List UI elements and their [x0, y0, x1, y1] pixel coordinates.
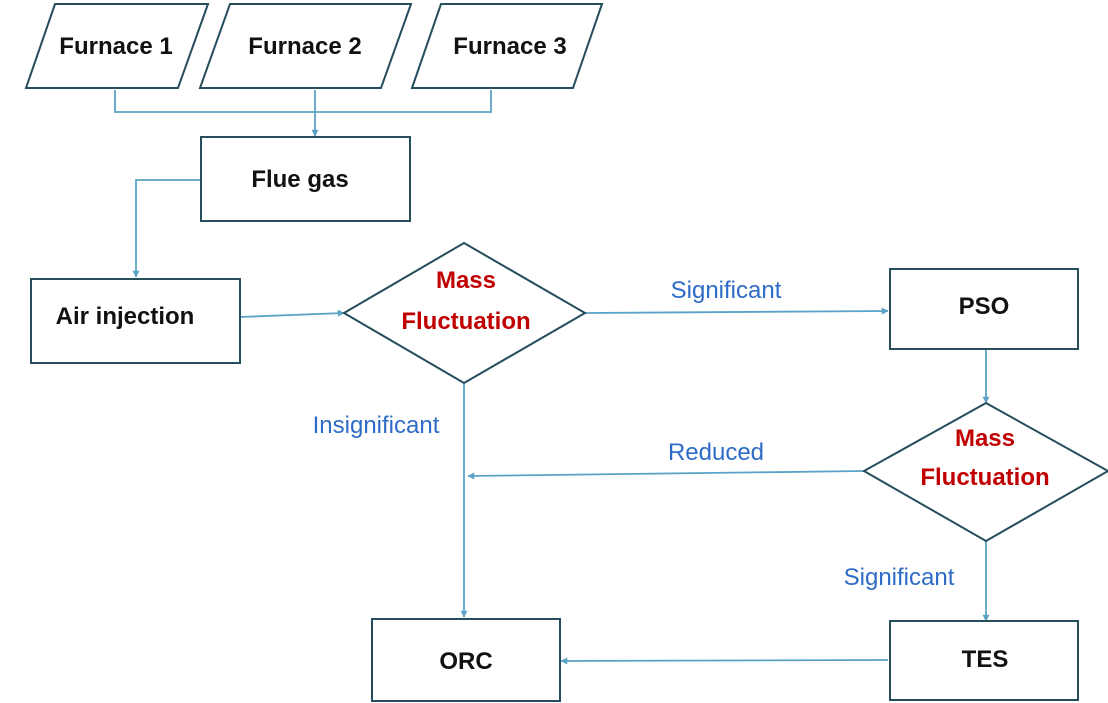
edge-label-significant-pso: Significant — [671, 277, 782, 304]
node-furnace-1: Furnace 1 — [24, 3, 210, 89]
node-orc: ORC — [371, 618, 561, 702]
node-pso: PSO — [889, 268, 1079, 350]
furnace-1-label: Furnace 1 — [59, 33, 172, 60]
edge-mass-fluctuation-1-to-pso — [584, 307, 889, 315]
edge-tes-to-orc — [560, 657, 889, 665]
edge-furnace3-to-flue-gas — [315, 90, 492, 113]
furnace-3-shape — [410, 3, 604, 89]
mass-fluctuation-1-shape — [342, 241, 587, 385]
edge-label-insignificant: Insignificant — [313, 412, 440, 439]
tes-shape — [889, 620, 1079, 701]
furnace-2-label: Furnace 2 — [248, 33, 361, 60]
mass-fluctuation-1-label-line1: Mass — [436, 267, 496, 294]
tes-label: TES — [962, 646, 1009, 673]
edges — [114, 90, 990, 665]
edge-label-significant-tes: Significant — [844, 564, 955, 591]
mass-fluctuation-2-shape — [861, 401, 1108, 543]
edge-air-injection-to-mass-fluctuation-1 — [239, 309, 345, 318]
air-injection-label: Air injection — [56, 303, 195, 330]
edge-mass-fluctuation-2-to-orc — [467, 470, 865, 480]
mass-fluctuation-2-label-line1: Mass — [955, 425, 1015, 452]
orc-shape — [371, 618, 561, 702]
node-mass-fluctuation-2: Mass Fluctuation — [861, 401, 1108, 543]
flue-gas-label: Flue gas — [251, 166, 348, 193]
edge-flue-gas-to-air-injection — [132, 179, 200, 278]
mass-fluctuation-1-label-line2: Fluctuation — [401, 308, 530, 335]
furnace-3-label: Furnace 3 — [453, 33, 566, 60]
node-flue-gas: Flue gas — [200, 136, 411, 222]
furnace-2-shape — [198, 3, 413, 89]
node-tes: TES — [889, 620, 1079, 701]
pso-shape — [889, 268, 1079, 350]
orc-label: ORC — [439, 648, 492, 675]
edge-label-reduced: Reduced — [668, 439, 764, 466]
node-furnace-2: Furnace 2 — [198, 3, 413, 89]
edge-furnace1-to-flue-gas — [114, 90, 315, 113]
flue-gas-shape — [200, 136, 411, 222]
edge-labels: Significant Insignificant Reduced Signif… — [313, 277, 955, 591]
air-injection-shape — [30, 278, 241, 364]
node-mass-fluctuation-1: Mass Fluctuation — [342, 241, 587, 385]
node-air-injection: Air injection — [30, 278, 241, 364]
node-furnace-3: Furnace 3 — [410, 3, 604, 89]
mass-fluctuation-2-label-line2: Fluctuation — [920, 464, 1049, 491]
pso-label: PSO — [959, 293, 1010, 320]
furnace-1-shape — [24, 3, 210, 89]
